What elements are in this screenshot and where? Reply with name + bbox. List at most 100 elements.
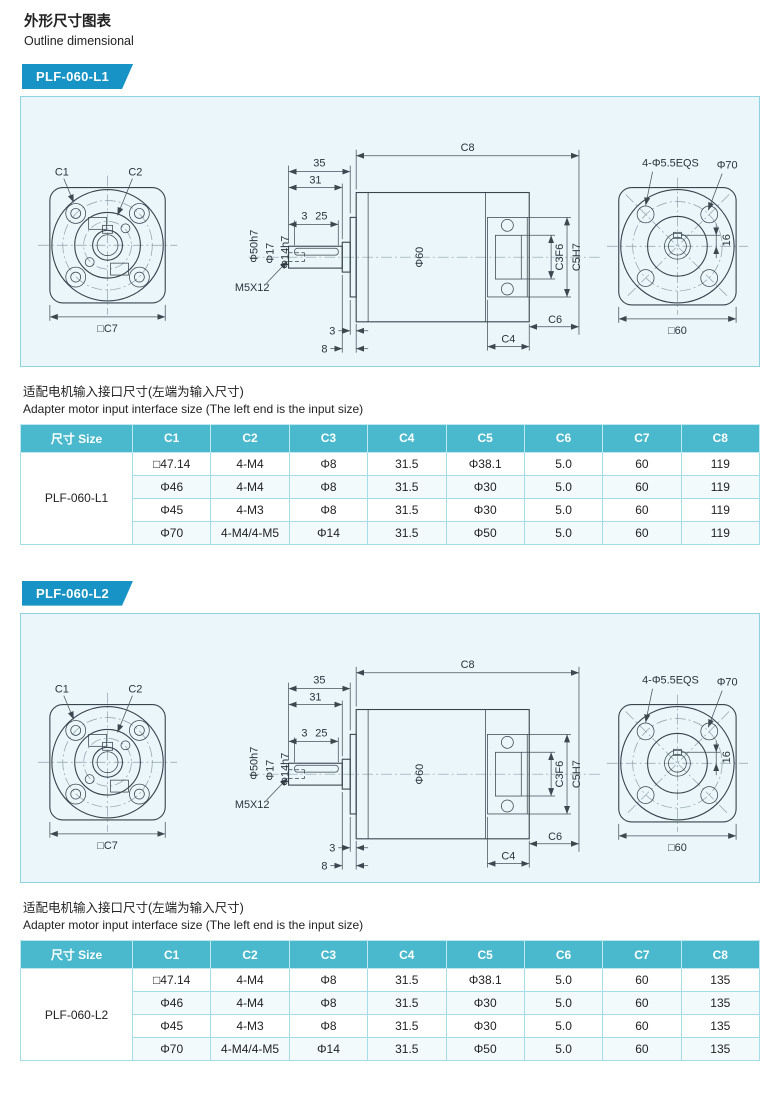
col-header-c6: C6 bbox=[523, 423, 604, 453]
dim-label-c7: □C7 bbox=[97, 839, 118, 851]
table-cell: 5.0 bbox=[523, 1037, 604, 1062]
front-view: C1 C2 □C7 bbox=[37, 167, 178, 335]
table-cell: Φ50 bbox=[445, 1037, 525, 1062]
dim-label-c3f6: C3F6 bbox=[554, 760, 566, 787]
table-cell: 31.5 bbox=[367, 474, 447, 499]
dim-label-phi14h7: Φ14h7 bbox=[280, 752, 292, 785]
table-cell: Φ30 bbox=[445, 474, 525, 499]
col-header-c4: C4 bbox=[367, 940, 447, 970]
dim-label-16: 16 bbox=[721, 751, 733, 763]
table-cell: Φ45 bbox=[131, 497, 212, 522]
table-cell: Φ70 bbox=[131, 1037, 212, 1062]
dim-label-c5h7: C5H7 bbox=[571, 760, 583, 788]
table-cell: Φ8 bbox=[288, 474, 369, 499]
table-cell: 4-M4 bbox=[210, 991, 290, 1016]
table-cell: 5.0 bbox=[523, 1014, 604, 1039]
dim-label-phi17: Φ17 bbox=[265, 243, 277, 264]
table-cell: 31.5 bbox=[367, 1014, 447, 1039]
table-cell: 4-M4 bbox=[210, 451, 290, 476]
table-cell: □47.14 bbox=[131, 451, 212, 476]
col-header-c1: C1 bbox=[131, 940, 212, 970]
table-cell: 135 bbox=[680, 968, 761, 993]
table-cell: Φ8 bbox=[288, 451, 369, 476]
dim-label-c1: C1 bbox=[55, 167, 69, 179]
table-cell: 60 bbox=[602, 451, 682, 476]
table-cell: 119 bbox=[680, 451, 761, 476]
col-header-c2: C2 bbox=[210, 940, 290, 970]
table-cell: 119 bbox=[680, 497, 761, 522]
dim-label-m5x12: M5X12 bbox=[235, 282, 270, 294]
dim-label-sq60: □60 bbox=[668, 325, 687, 337]
dimension-table-l1: 尺寸 Size C1 C2 C3 C4 C5 C6 C7 C8 PLF-060-… bbox=[20, 423, 761, 545]
table-cell: 4-M4 bbox=[210, 968, 290, 993]
dim-label-35: 35 bbox=[313, 158, 325, 170]
col-header-c3: C3 bbox=[288, 423, 369, 453]
dim-label-8: 8 bbox=[321, 860, 327, 872]
dim-label-c4: C4 bbox=[501, 850, 515, 862]
col-header-c1: C1 bbox=[131, 423, 212, 453]
dim-label-c8: C8 bbox=[461, 142, 475, 154]
col-header-c6: C6 bbox=[523, 940, 604, 970]
dim-label-c7: □C7 bbox=[97, 323, 118, 335]
table-cell: Φ30 bbox=[445, 1014, 525, 1039]
table-cell: Φ46 bbox=[131, 474, 212, 499]
model-badge-l1: PLF-060-L1 bbox=[22, 64, 133, 89]
table-cell: 5.0 bbox=[523, 991, 604, 1016]
dim-label-3-bottom: 3 bbox=[329, 326, 335, 338]
dim-label-31: 31 bbox=[309, 175, 321, 187]
model-badge-l2: PLF-060-L2 bbox=[22, 581, 133, 606]
dim-label-16: 16 bbox=[721, 234, 733, 246]
section-view: C8 35 31 3 25 Φ50h7 Φ17 Φ14h7 M5X12 Φ60 … bbox=[235, 142, 601, 356]
dim-label-25: 25 bbox=[315, 210, 327, 222]
dim-label-phi50h7: Φ50h7 bbox=[249, 230, 261, 263]
table-header-row: 尺寸 Size C1 C2 C3 C4 C5 C6 C7 C8 bbox=[20, 423, 761, 453]
note-zh: 适配电机输入接口尺寸(左端为输入尺寸) bbox=[23, 384, 244, 399]
dim-label-c6: C6 bbox=[548, 314, 562, 326]
table-cell: Φ14 bbox=[288, 1037, 369, 1062]
table-cell: Φ30 bbox=[445, 991, 525, 1016]
col-header-c2: C2 bbox=[210, 423, 290, 453]
dim-label-phi17: Φ17 bbox=[265, 759, 277, 780]
table-cell: Φ8 bbox=[288, 1014, 369, 1039]
col-header-size: 尺寸 Size bbox=[20, 423, 133, 453]
col-header-c8: C8 bbox=[680, 940, 761, 970]
table-cell: Φ46 bbox=[131, 991, 212, 1016]
outline-drawing: C1 C2 □C7 bbox=[37, 142, 749, 356]
table-cell: 135 bbox=[680, 991, 761, 1016]
table-cell: 60 bbox=[602, 1037, 682, 1062]
dim-label-m5x12: M5X12 bbox=[235, 799, 270, 811]
col-header-size: 尺寸 Size bbox=[20, 940, 133, 970]
col-header-c8: C8 bbox=[680, 423, 761, 453]
dim-label-phi70: Φ70 bbox=[717, 676, 738, 688]
table-cell: Φ50 bbox=[445, 520, 525, 545]
table-cell: 31.5 bbox=[367, 520, 447, 545]
table-cell: 60 bbox=[602, 968, 682, 993]
dim-label-c4: C4 bbox=[501, 334, 515, 346]
dim-label-c6: C6 bbox=[548, 830, 562, 842]
front-view: C1 C2 □C7 bbox=[37, 683, 178, 851]
table-cell: 60 bbox=[602, 991, 682, 1016]
dim-label-c2: C2 bbox=[128, 683, 142, 695]
dim-label-phi70: Φ70 bbox=[717, 160, 738, 172]
table-cell: 60 bbox=[602, 520, 682, 545]
table-row-label: PLF-060-L1 bbox=[20, 451, 133, 545]
table-cell: 60 bbox=[602, 1014, 682, 1039]
table-cell: 4-M4 bbox=[210, 474, 290, 499]
table-cell: Φ38.1 bbox=[445, 968, 525, 993]
table-cell: 5.0 bbox=[523, 497, 604, 522]
table-header-row: 尺寸 Size C1 C2 C3 C4 C5 C6 C7 C8 bbox=[20, 940, 761, 970]
dim-label-c3f6: C3F6 bbox=[554, 244, 566, 271]
note-zh: 适配电机输入接口尺寸(左端为输入尺寸) bbox=[23, 901, 244, 916]
table-cell: 5.0 bbox=[523, 451, 604, 476]
col-header-c7: C7 bbox=[602, 423, 682, 453]
note-en: Adapter motor input interface size (The … bbox=[23, 918, 364, 933]
dim-label-35: 35 bbox=[313, 674, 325, 686]
drawing-panel-l1: C1 C2 □C7 bbox=[20, 96, 760, 367]
table-cell: 31.5 bbox=[367, 991, 447, 1016]
dim-label-c2: C2 bbox=[128, 167, 142, 179]
table-cell: □47.14 bbox=[131, 968, 212, 993]
table-cell: 135 bbox=[680, 1014, 761, 1039]
